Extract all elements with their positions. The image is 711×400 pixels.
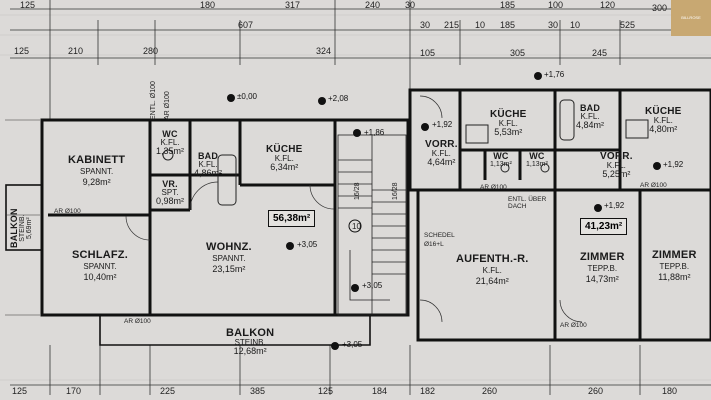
stair-number-circle [348,219,362,233]
room-wohnz: WOHNZ. SPANNT. 23,15m² [206,241,252,274]
dim-top3-1: 210 [68,46,84,56]
staircase [337,134,407,316]
room-zimmer-2: ZIMMER TEPP.B. 11,88m² [652,249,697,282]
dim-top3-2: 280 [143,46,159,56]
note-ar-kab: AR Ø100 [54,208,81,215]
dim-top2-3: 10 [475,20,486,30]
dim-bottom-4: 125 [318,386,334,396]
note-ar-mid: AR Ø100 [480,184,507,191]
door-swings [125,95,583,323]
paper-grid [0,14,711,381]
dim-bottom-3: 385 [250,386,266,396]
room-vr-1: VR. SPT. 0,98m² [156,179,185,206]
dim-top2-1: 30 [420,20,431,30]
level-4: +1,92 [432,120,453,129]
dim-bottom-8: 260 [588,386,604,396]
dim-top1-4: 30 [405,0,416,10]
note-entl-left: ENTL. Ø100 [150,81,157,120]
level-2: +1,86 [364,128,385,137]
dim-top3-3: 324 [316,46,332,56]
dim-bottom-5: 184 [372,386,388,396]
level-9: +3,05 [342,340,363,349]
room-kueche-1: KÜCHE K.FL. 6,34m² [266,144,303,172]
note-stair-number: 10 [352,222,361,231]
level-5: +1,92 [663,160,684,169]
dim-top2-2: 215 [444,20,460,30]
balkon-left-outline [5,184,43,251]
dimension-lines [10,0,711,395]
dim-top2-5: 30 [548,20,559,30]
dim-bottom-7: 260 [482,386,498,396]
dim-top1-8: 300 [652,3,668,13]
dim-top1-1: 180 [200,0,216,10]
balkon-bottom-outline [99,315,371,346]
note-ar-bottom-1: AR Ø100 [124,318,151,325]
dim-top3-6: 245 [592,48,608,58]
walls-right-unit [408,88,711,342]
room-kueche-2: KÜCHE K.FL. 5,53m² [490,109,527,137]
room-balkon-bottom: BALKON STEINB. 12,68m² [226,327,275,356]
total-area-right: 41,23m² [580,218,628,235]
note-schedel: SCHEDEL [424,232,455,239]
dim-bottom-9: 180 [662,386,678,396]
room-wc: WC K.FL. 1,35m² [156,129,185,156]
dim-top2-6: 10 [570,20,581,30]
room-vorr-1: VORR. K.FL. 4,64m² [425,139,458,167]
room-wc-3: WC 1,13m² [526,151,548,169]
dim-top3-0: 125 [14,46,30,56]
note-stair-dim-1: 16/28 [354,182,361,200]
room-wc-2: WC 1,13m² [490,151,512,169]
total-area-left: 56,38m² [268,210,316,227]
room-aufenth: AUFENTH.-R. K.FL. 21,64m² [456,253,529,286]
level-0: ±0,00 [237,92,257,101]
note-ar-left: AR Ø100 [164,91,171,120]
dim-bottom-2: 225 [160,386,176,396]
note-entl-dach: ENTL. ÜBER DACH [508,196,547,210]
note-stair-dim-2: 16/28 [392,182,399,200]
dim-bottom-6: 182 [420,386,436,396]
level-3: +1,76 [544,70,565,79]
room-zimmer-1: ZIMMER TEPP.B. 14,73m² [580,251,625,284]
dim-top1-3: 240 [365,0,381,10]
room-schlafz: SCHLAFZ. SPANNT. 10,40m² [72,249,128,282]
dim-top3-5: 305 [510,48,526,58]
room-kueche-3: KÜCHE K.FL. 4,80m² [645,106,682,134]
level-6: +1,92 [604,201,625,210]
room-balkon-left: BALKON STEINB. 5,69m² [9,208,33,248]
dim-top1-7: 120 [600,0,616,10]
dim-top2-4: 185 [500,20,516,30]
room-vorr-2: VORR. K.FL. 5,25m² [600,151,633,179]
note-schedel-diameter: Ø16+L [424,241,444,248]
dim-top1-0: 125 [20,0,36,10]
dim-top2-0: 607 [238,20,254,30]
room-bad-1: BAD K.FL. 4,86m² [194,151,223,178]
dim-bottom-0: 125 [12,386,28,396]
fixtures [162,99,649,206]
room-bad-2: BAD K.FL. 4,84m² [576,103,605,130]
level-1: +2,08 [328,94,349,103]
dim-top1-5: 185 [500,0,516,10]
dim-top3-4: 105 [420,48,436,58]
dim-top2-7: 525 [620,20,636,30]
dim-top1-2: 317 [285,0,301,10]
dim-top1-6: 100 [548,0,564,10]
watermark-logo: BILLROSE [671,0,711,36]
dim-bottom-1: 170 [66,386,82,396]
level-8: +3,05 [362,281,383,290]
level-markers [227,72,661,350]
note-ar-right: AR Ø100 [640,182,667,189]
note-ar-bottom-2: AR Ø100 [560,322,587,329]
side-dimension-lines [5,119,40,316]
level-7: +3,05 [297,240,318,249]
room-kabinett: KABINETT SPANNT. 9,28m² [68,154,126,187]
